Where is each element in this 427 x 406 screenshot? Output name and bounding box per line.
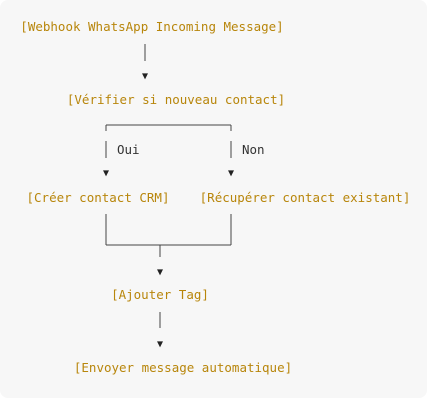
arrow-to-retrieve: ▼ — [227, 168, 235, 179]
node-create-contact: [Créer contact CRM] — [26, 190, 170, 205]
node-send-message: [Envoyer message automatique] — [73, 360, 293, 375]
node-verify: [Vérifier si nouveau contact] — [66, 92, 286, 107]
node-add-tag: [Ajouter Tag] — [111, 287, 209, 302]
arrow-to-verify: ▼ — [141, 71, 149, 82]
node-webhook: [Webhook WhatsApp Incoming Message] — [20, 19, 284, 34]
branch-label-yes: Oui — [117, 142, 140, 157]
arrow-to-send: ▼ — [156, 339, 164, 350]
arrow-to-tag: ▼ — [156, 267, 164, 278]
arrow-to-create: ▼ — [102, 168, 110, 179]
node-retrieve-contact: [Récupérer contact existant] — [199, 190, 411, 205]
branch-label-no: Non — [242, 142, 265, 157]
